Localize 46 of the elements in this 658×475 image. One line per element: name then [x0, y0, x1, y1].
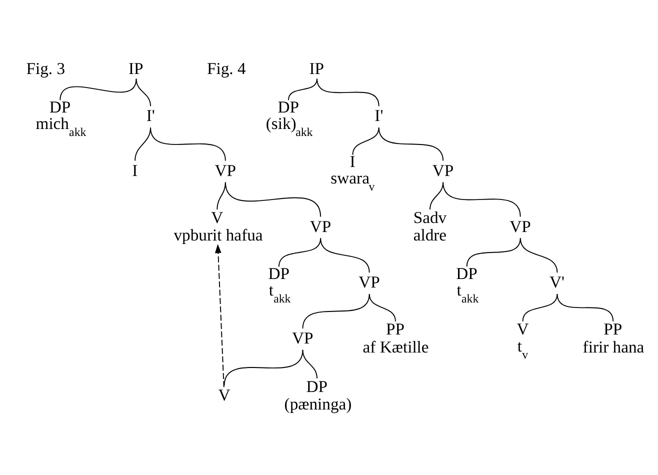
connector — [224, 182, 321, 218]
connector — [316, 78, 379, 107]
connector — [302, 294, 370, 329]
node-text: IP — [308, 59, 324, 78]
node-text: V vpburit hafua — [173, 208, 262, 245]
connector — [150, 127, 226, 162]
node-text: DP t$_{akk}$ — [268, 264, 290, 306]
node-text: I' — [374, 106, 383, 126]
node-text: VP — [292, 328, 313, 348]
connector — [368, 294, 396, 322]
node-text: I' — [146, 106, 154, 126]
node-text: VP — [309, 216, 331, 236]
node-text: I swara$_{v}$ — [330, 152, 374, 194]
node-text: V' — [549, 272, 564, 292]
node-text: PP firir hana — [582, 320, 644, 356]
node-text: PP af Kætille — [362, 320, 428, 356]
node-text: DP mich$_{akk}$ — [35, 97, 86, 139]
connector — [135, 78, 150, 107]
connector — [223, 349, 303, 386]
connector — [519, 238, 558, 274]
connector — [302, 349, 317, 379]
label: Fig. 4 — [206, 59, 246, 78]
label: Fig. 3 — [26, 59, 65, 78]
node-text: VP — [509, 216, 530, 236]
connector — [352, 127, 379, 156]
node-text: I — [132, 160, 138, 180]
connector — [59, 78, 136, 101]
node-text: DP (sik)$_{akk}$ — [265, 97, 312, 139]
connector — [442, 182, 520, 218]
node-text: VP — [214, 160, 236, 180]
connector — [320, 238, 370, 274]
arrow — [214, 244, 224, 388]
node-text: Sadv aldre — [412, 208, 446, 245]
node-text: V t$_{v}$ — [516, 320, 528, 362]
node-text: VP — [358, 272, 380, 292]
connector — [522, 294, 558, 322]
node-text: V — [218, 386, 230, 405]
node-text: DP (pæninga) — [284, 376, 352, 414]
node-text: IP — [128, 59, 143, 78]
node-text: DP t$_{akk}$ — [456, 264, 478, 306]
connector — [556, 294, 614, 322]
connector — [278, 238, 321, 268]
connector — [378, 127, 444, 162]
connector — [288, 78, 317, 101]
connector — [466, 238, 520, 268]
node-text: VP — [432, 160, 454, 180]
